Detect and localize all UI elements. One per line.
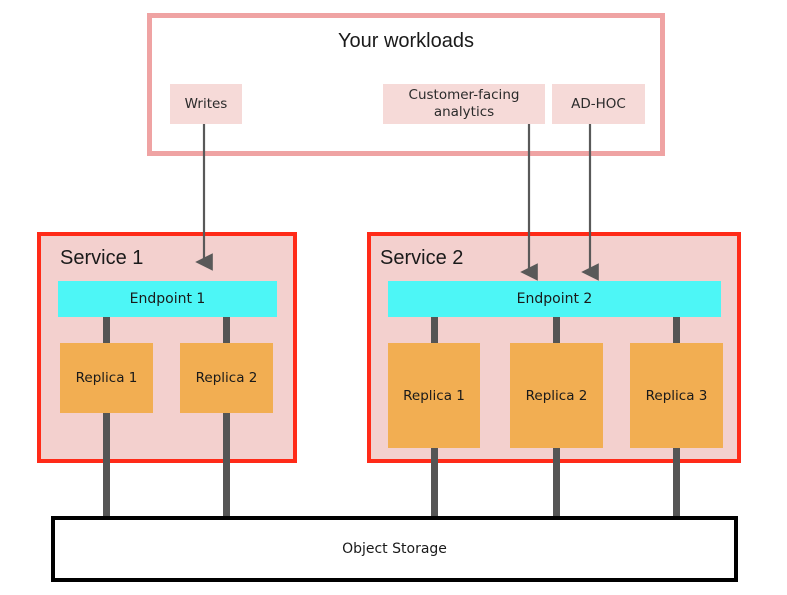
service-2-title: Service 2 <box>380 247 464 269</box>
connector-endpoint1-replica2 <box>223 317 230 345</box>
connector-s1-replica2-storage <box>223 413 230 520</box>
service-1-replica-1[interactable]: Replica 1 <box>60 343 153 413</box>
endpoint-2[interactable]: Endpoint 2 <box>388 281 721 317</box>
workloads-title: Your workloads <box>337 30 474 52</box>
workload-chip-customer-facing-analytics[interactable]: Customer-facing analytics <box>383 84 545 124</box>
service-2-replica-3[interactable]: Replica 3 <box>630 343 723 448</box>
service-1-replica-2[interactable]: Replica 2 <box>180 343 273 413</box>
connector-endpoint1-replica1 <box>103 317 110 345</box>
workload-chip-writes[interactable]: Writes <box>170 84 242 124</box>
endpoint-1[interactable]: Endpoint 1 <box>58 281 277 317</box>
connector-s2-replica3-storage <box>673 448 680 520</box>
connector-endpoint2-replica3 <box>673 317 680 345</box>
connector-s2-replica1-storage <box>431 448 438 520</box>
service-2-replica-2[interactable]: Replica 2 <box>510 343 603 448</box>
connector-s2-replica2-storage <box>553 448 560 520</box>
connector-s1-replica1-storage <box>103 413 110 520</box>
service-1-title: Service 1 <box>60 247 144 269</box>
connector-endpoint2-replica2 <box>553 317 560 345</box>
connector-endpoint2-replica1 <box>431 317 438 345</box>
service-2-replica-1[interactable]: Replica 1 <box>388 343 480 448</box>
object-storage-box[interactable]: Object Storage <box>51 516 738 582</box>
workload-chip-ad-hoc[interactable]: AD-HOC <box>552 84 645 124</box>
